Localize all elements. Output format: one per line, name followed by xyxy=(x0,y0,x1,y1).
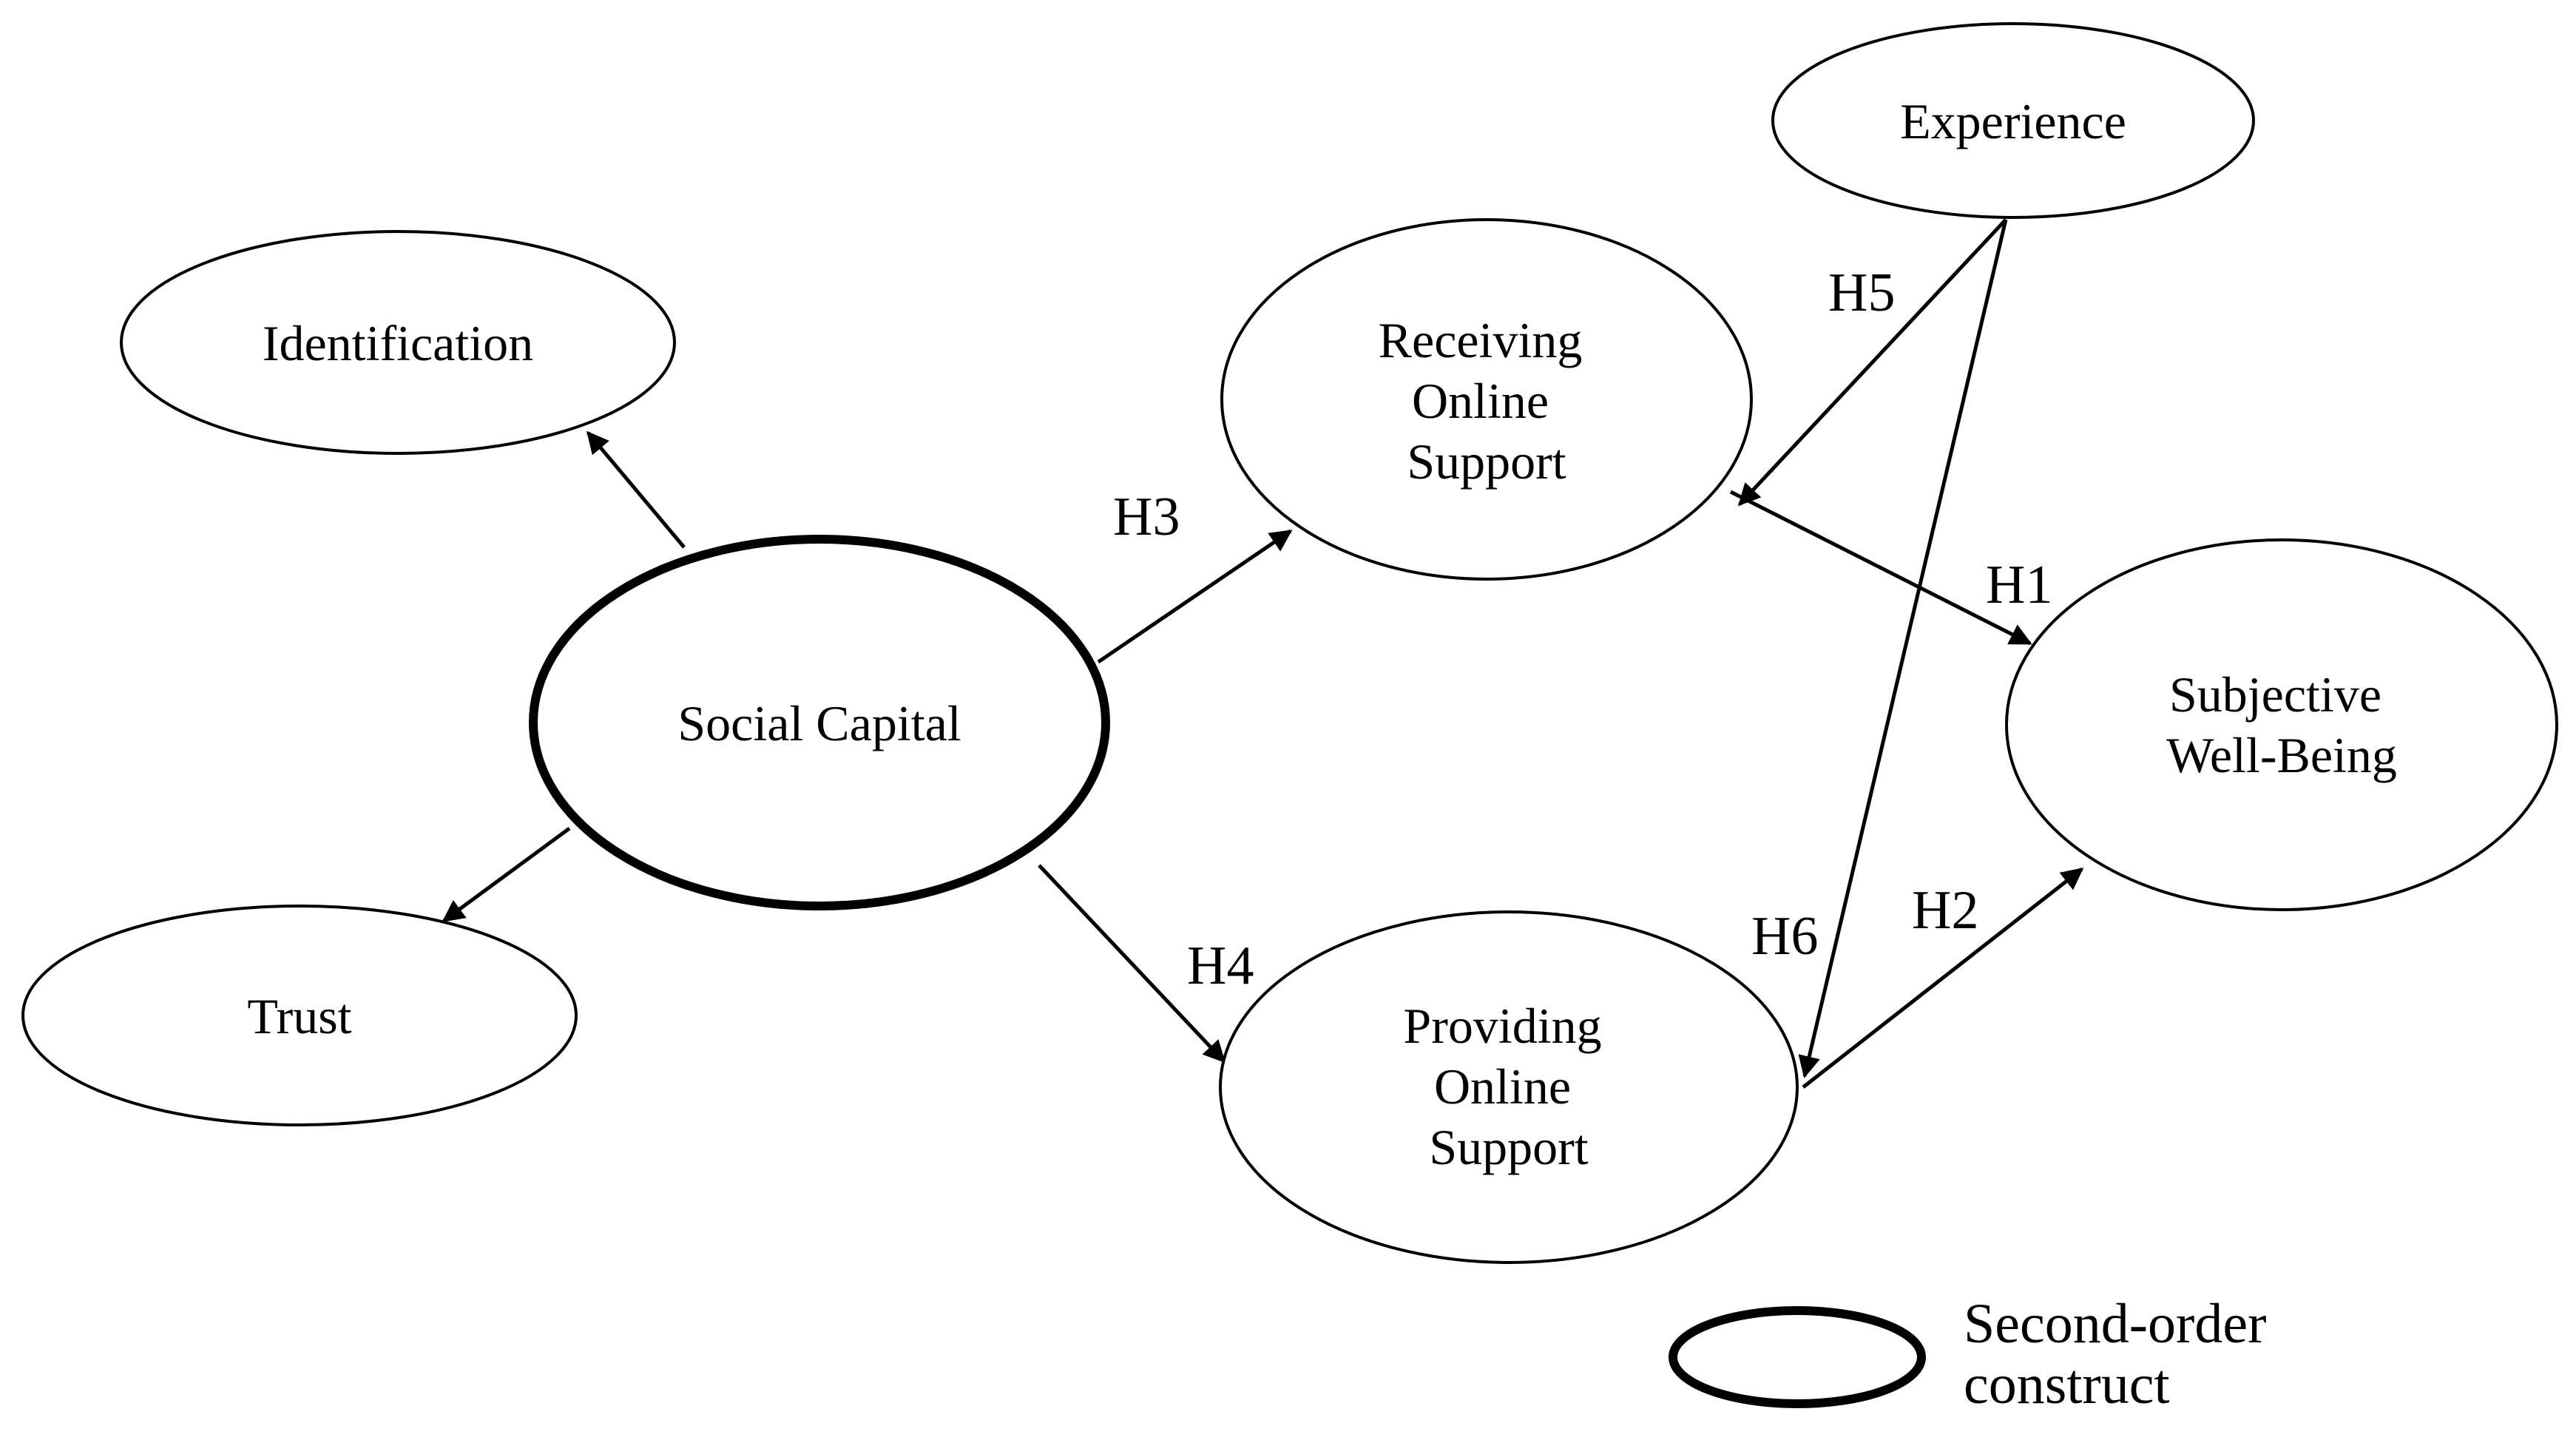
node-identification-label: Identification xyxy=(263,315,533,371)
legend-second-order-symbol xyxy=(1669,1306,1926,1408)
node-providing-line-3: Support xyxy=(1429,1119,1588,1175)
node-identification: Identification xyxy=(120,230,676,455)
edge-h6-experience-to-providing xyxy=(1798,219,2008,1078)
node-receiving-line-1: Receiving xyxy=(1379,312,1583,368)
node-wellbeing-line-2: Well-Being xyxy=(2166,727,2397,783)
hypothesis-labels: H1 H2 H3 H4 H5 H6 xyxy=(1113,263,2052,996)
node-providing-line-2: Online xyxy=(1434,1058,1571,1115)
node-subjective-well-being: Subjective Well-Being xyxy=(2005,538,2558,911)
node-identification-shape xyxy=(120,230,676,455)
edge-h3-social-capital-to-receiving xyxy=(1097,529,1293,664)
node-social-capital-label: Social Capital xyxy=(677,695,961,751)
node-experience: Experience xyxy=(1771,22,2255,219)
node-trust-line-1: Trust xyxy=(247,988,351,1044)
node-social-capital-shape xyxy=(529,535,1110,910)
node-identification-line-1: Identification xyxy=(263,315,533,371)
edge-h2-providing-to-wellbeing xyxy=(1802,868,2084,1089)
node-experience-label: Experience xyxy=(1900,93,2126,149)
node-providing-label: Providing Online Support xyxy=(1403,998,1614,1175)
edge-social-capital-to-trust xyxy=(442,826,571,923)
legend-line-1: Second-order xyxy=(1964,1293,2266,1355)
node-experience-line-1: Experience xyxy=(1900,93,2126,149)
hypothesis-label-h5: H5 xyxy=(1828,263,1895,323)
node-social-capital-line-1: Social Capital xyxy=(677,695,961,751)
edge-h4-social-capital-to-providing xyxy=(1038,864,1226,1064)
edge-social-capital-to-identification xyxy=(586,430,686,549)
node-trust-label: Trust xyxy=(247,988,351,1044)
edges xyxy=(442,218,2084,1089)
hypothesis-label-h4: H4 xyxy=(1187,936,1254,996)
node-wellbeing-shape xyxy=(2005,538,2558,911)
node-receiving-shape xyxy=(1220,218,1753,581)
hypothesis-label-h2: H2 xyxy=(1912,880,1978,941)
node-wellbeing-label: Subjective Well-Being xyxy=(2166,666,2397,783)
node-providing-line-1: Providing xyxy=(1403,998,1601,1054)
edge-h5-experience-to-receiving xyxy=(1737,218,2007,507)
hypothesis-label-h3: H3 xyxy=(1113,487,1180,547)
node-receiving-label: Receiving Online Support xyxy=(1379,312,1595,490)
hypothesis-label-h6: H6 xyxy=(1751,906,1818,967)
edge-h1-receiving-to-wellbeing xyxy=(1729,490,2032,646)
node-social-capital: Social Capital xyxy=(529,535,1110,910)
node-providing-online-support: Providing Online Support xyxy=(1219,910,1799,1264)
hypothesis-label-h1: H1 xyxy=(1986,555,2052,615)
node-trust-shape xyxy=(21,905,578,1126)
node-providing-shape xyxy=(1219,910,1799,1264)
node-receiving-line-2: Online xyxy=(1412,373,1549,429)
node-receiving-online-support: Receiving Online Support xyxy=(1220,218,1753,581)
node-wellbeing-line-1: Subjective xyxy=(2169,666,2381,723)
legend-line-2: construct xyxy=(1964,1353,2170,1416)
node-receiving-line-3: Support xyxy=(1407,433,1566,490)
node-experience-shape xyxy=(1771,22,2255,219)
legend: Second-order construct xyxy=(1669,1293,2280,1416)
legend-label: Second-order construct xyxy=(1964,1293,2280,1416)
node-trust: Trust xyxy=(21,905,578,1126)
